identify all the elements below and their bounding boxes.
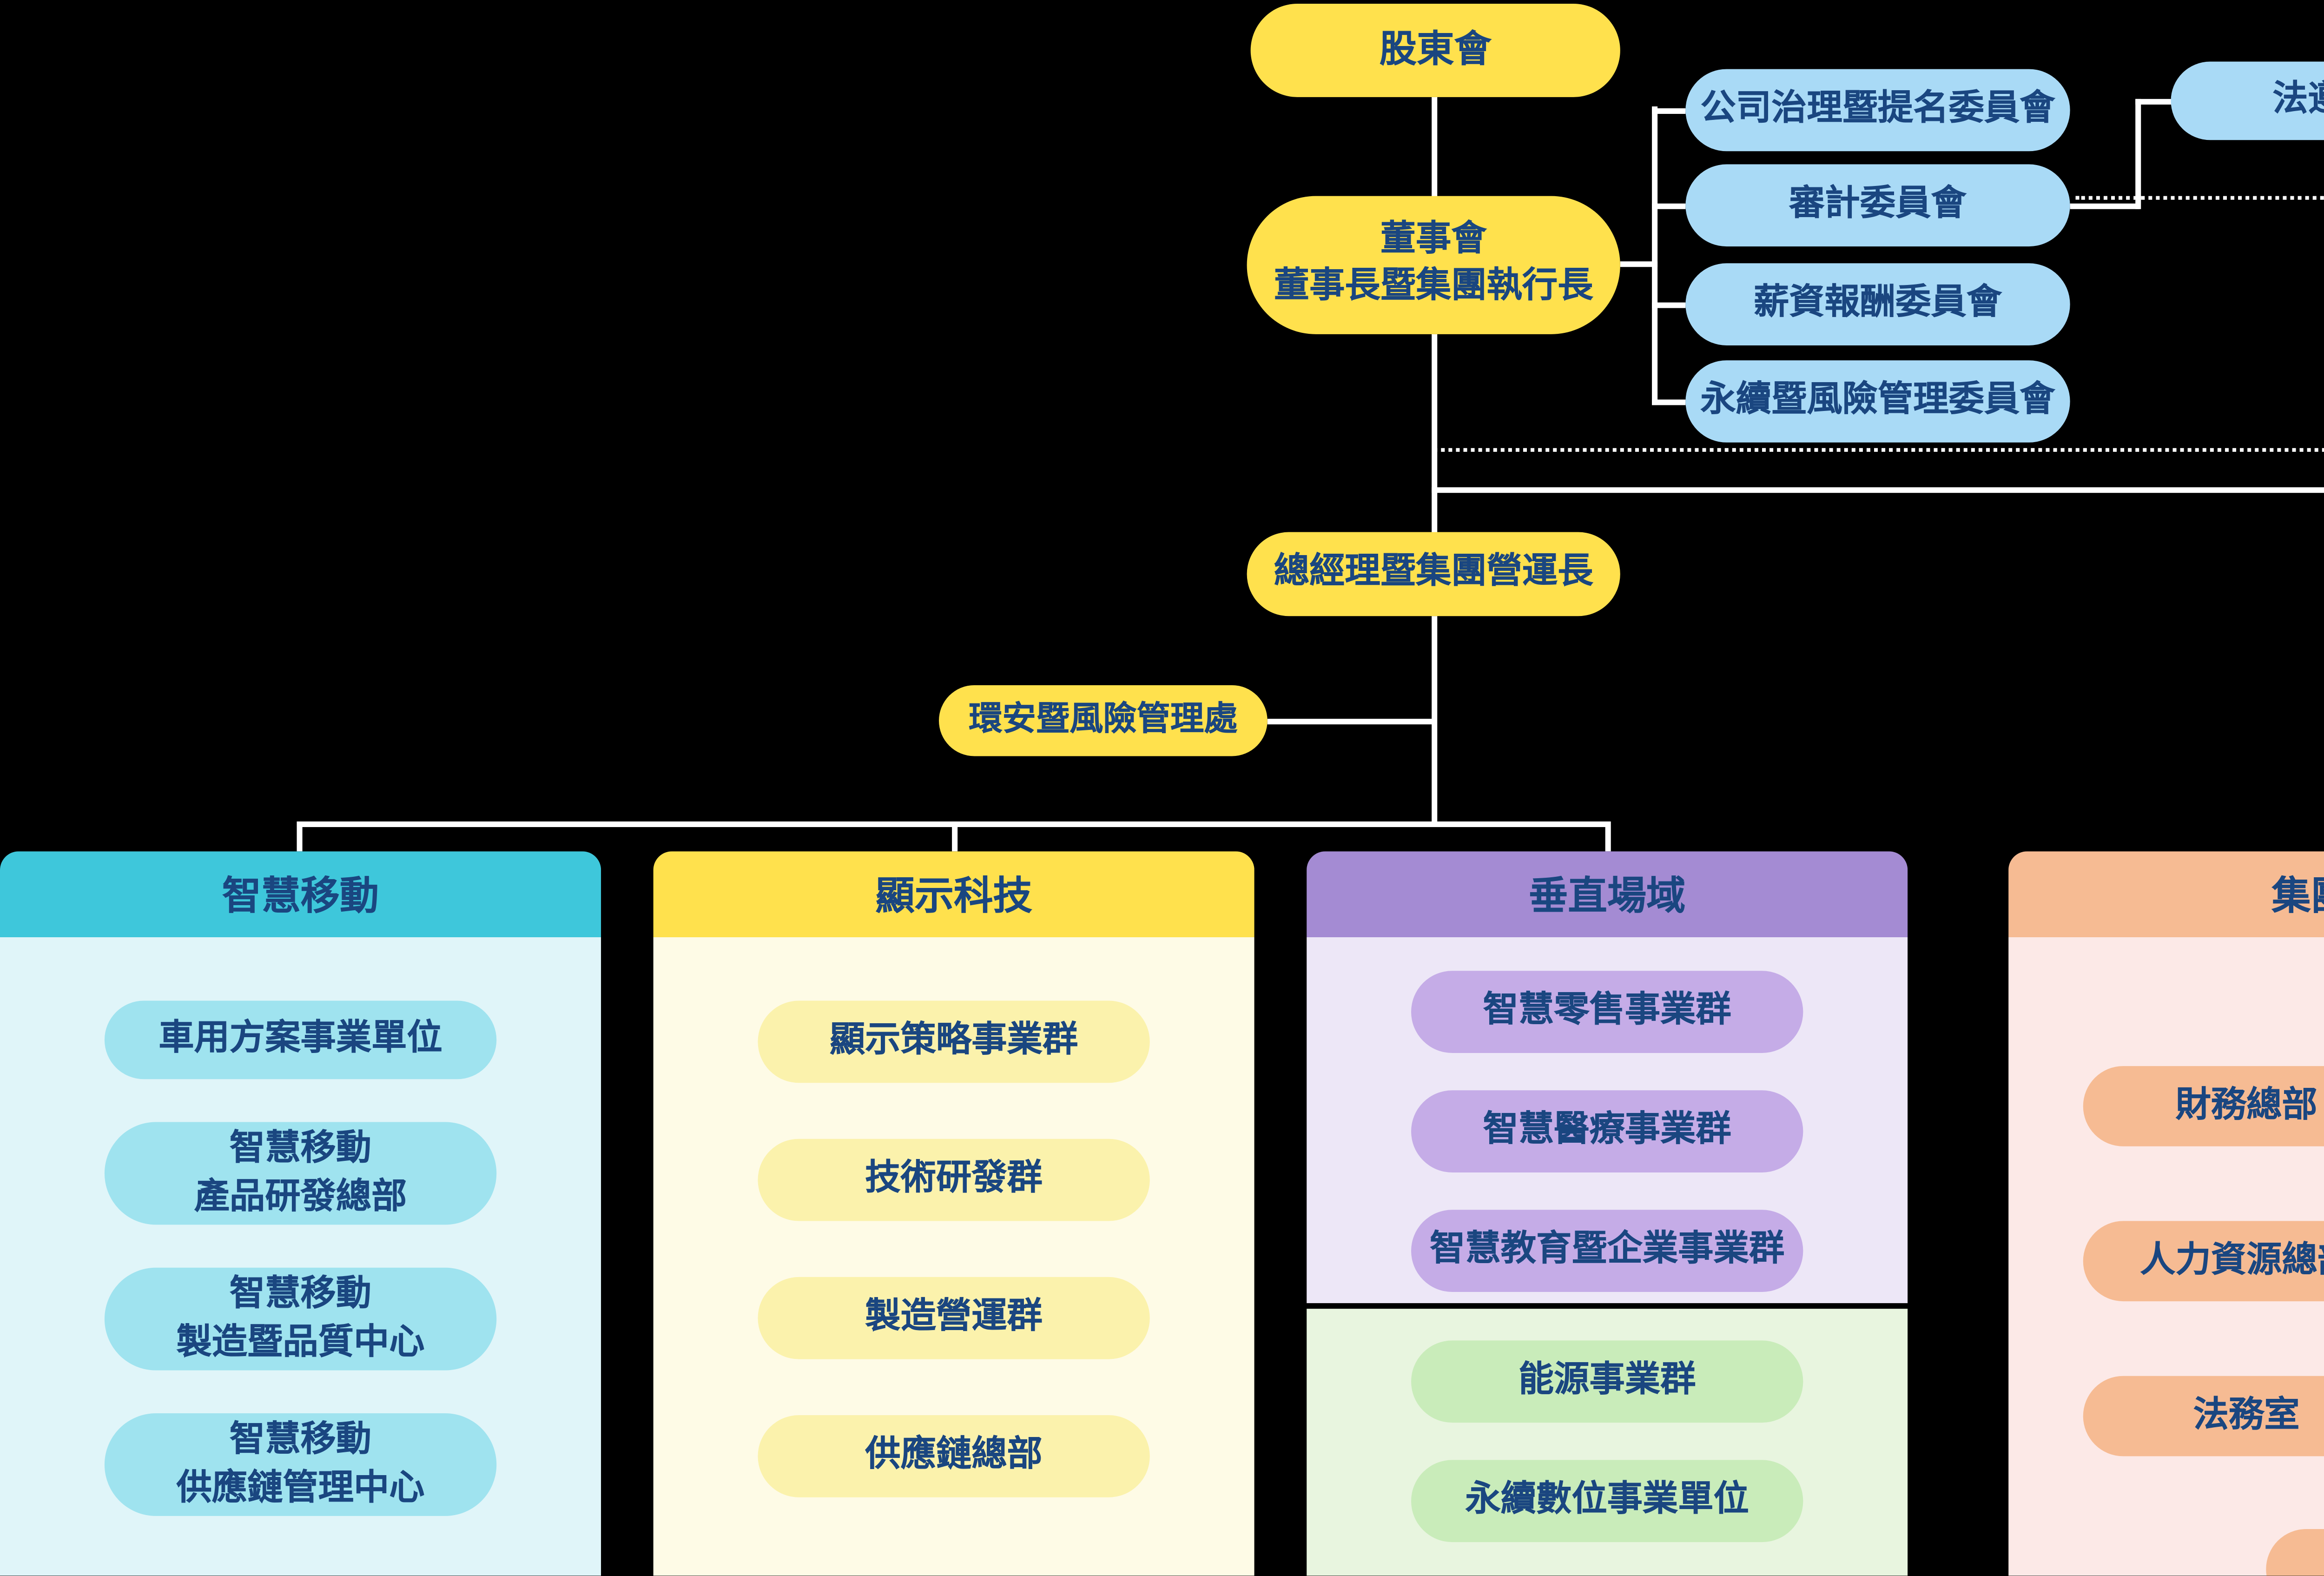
connector-support-horizontal (1432, 487, 2324, 493)
unit-manufacturing-operations: 製造營運群 (758, 1277, 1150, 1359)
card-smart-mobility-body: 車用方案事業單位 智慧移動 產品研發總部 智慧移動 製造暨品質中心 智慧移動 供… (0, 937, 601, 1576)
connector-committee-stub-3 (1652, 302, 1686, 308)
node-committee-audit: 審計委員會 (1685, 164, 2070, 247)
card-display-technology-title: 顯示科技 (653, 851, 1254, 937)
connector-audit-compliance-h2 (2135, 99, 2173, 105)
card-vertical-domains-purple-section: 智慧零售事業群 智慧醫療事業群 智慧教育暨企業事業群 (1307, 937, 1908, 1304)
card-smart-mobility-title: 智慧移動 (0, 851, 601, 937)
connector-drop-vertical (1605, 821, 1611, 852)
dotted-compliance-to-board (1433, 448, 2324, 452)
unit-audit-office: 稽核管理處 (2265, 1529, 2324, 1576)
unit-automotive-solutions: 車用方案事業單位 (104, 1000, 497, 1079)
card-group-support-grid: 財務總部 數位技術發展總部 人力資源總部 永續發展總部 法務室 策略投資管理中心 (2008, 937, 2324, 1457)
unit-finance-hq: 財務總部 (2083, 1066, 2324, 1146)
unit-technology-rd: 技術研發群 (758, 1139, 1150, 1221)
card-vertical-domains-divider (1307, 1303, 1908, 1309)
unit-display-strategy: 顯示策略事業群 (758, 1000, 1150, 1083)
connector-president-stem (1432, 616, 1438, 824)
node-committee-governance: 公司治理暨提名委員會 (1685, 69, 2070, 152)
connector-board-president (1432, 334, 1438, 534)
node-esh-risk-office: 環安暨風險管理處 (938, 685, 1268, 756)
unit-legal-office: 法務室 (2083, 1376, 2324, 1457)
card-smart-mobility: 智慧移動 車用方案事業單位 智慧移動 產品研發總部 智慧移動 製造暨品質中心 智… (0, 851, 601, 1576)
unit-energy: 能源事業群 (1411, 1340, 1803, 1423)
card-group-support-bottom-row: 稽核管理處 (2008, 1529, 2324, 1576)
node-president-coo: 總經理暨集團營運長 (1247, 532, 1620, 616)
card-display-technology: 顯示科技 顯示策略事業群 技術研發群 製造營運群 供應鏈總部 (653, 851, 1254, 1576)
unit-mobility-rd-hq: 智慧移動 產品研發總部 (104, 1122, 497, 1225)
card-vertical-domains-title: 垂直場域 (1307, 851, 1908, 937)
connector-audit-compliance-v (2135, 99, 2141, 209)
node-shareholders: 股東會 (1250, 4, 1620, 97)
unit-mobility-mfg-quality: 智慧移動 製造暨品質中心 (104, 1267, 497, 1371)
connector-audit-compliance-h1 (2070, 203, 2139, 209)
unit-smart-medical: 智慧醫療事業群 (1411, 1090, 1803, 1172)
dotted-audit-right (2075, 196, 2324, 200)
connector-board-committees (1620, 261, 1658, 267)
unit-smart-retail: 智慧零售事業群 (1411, 971, 1803, 1053)
connector-committees-bracket (1652, 106, 1658, 405)
connector-shareholders-board (1432, 97, 1438, 198)
node-board: 董事會 董事長暨集團執行長 (1247, 196, 1620, 334)
connector-committee-stub-2 (1652, 203, 1686, 209)
node-board-line1: 董事會 (1380, 221, 1487, 260)
unit-sustainable-digital: 永續數位事業單位 (1411, 1460, 1803, 1543)
unit-smart-education-enterprise: 智慧教育暨企業事業群 (1411, 1210, 1803, 1292)
connector-committee-stub-1 (1652, 108, 1686, 114)
connector-esh (1267, 719, 1434, 725)
card-group-support-title: 集團營運支援單位 (2008, 851, 2324, 937)
connector-drop-mobility (297, 821, 303, 852)
unit-supply-chain-hq: 供應鏈總部 (758, 1415, 1150, 1497)
node-chief-compliance-counsel: 法遵總顧問 (2171, 61, 2324, 140)
card-group-support: 集團營運支援單位 財務總部 數位技術發展總部 人力資源總部 永續發展總部 法務室… (2008, 851, 2324, 1576)
unit-mobility-supply-chain: 智慧移動 供應鏈管理中心 (104, 1413, 497, 1516)
node-committee-compensation: 薪資報酬委員會 (1685, 263, 2070, 345)
card-display-technology-body: 顯示策略事業群 技術研發群 製造營運群 供應鏈總部 (653, 937, 1254, 1576)
node-committee-sustainability-risk: 永續暨風險管理委員會 (1685, 360, 2070, 443)
connector-committee-stub-4 (1652, 399, 1686, 405)
card-group-support-body: 財務總部 數位技術發展總部 人力資源總部 永續發展總部 法務室 策略投資管理中心… (2008, 937, 2324, 1576)
node-board-line2: 董事長暨集團執行長 (1274, 267, 1593, 306)
card-vertical-domains: 垂直場域 智慧零售事業群 智慧醫療事業群 智慧教育暨企業事業群 能源事業群 永續… (1307, 851, 1908, 1576)
card-vertical-domains-green-section: 能源事業群 永續數位事業單位 (1307, 1309, 1908, 1576)
unit-hr-hq: 人力資源總部 (2083, 1221, 2324, 1302)
connector-drop-display (952, 821, 958, 852)
